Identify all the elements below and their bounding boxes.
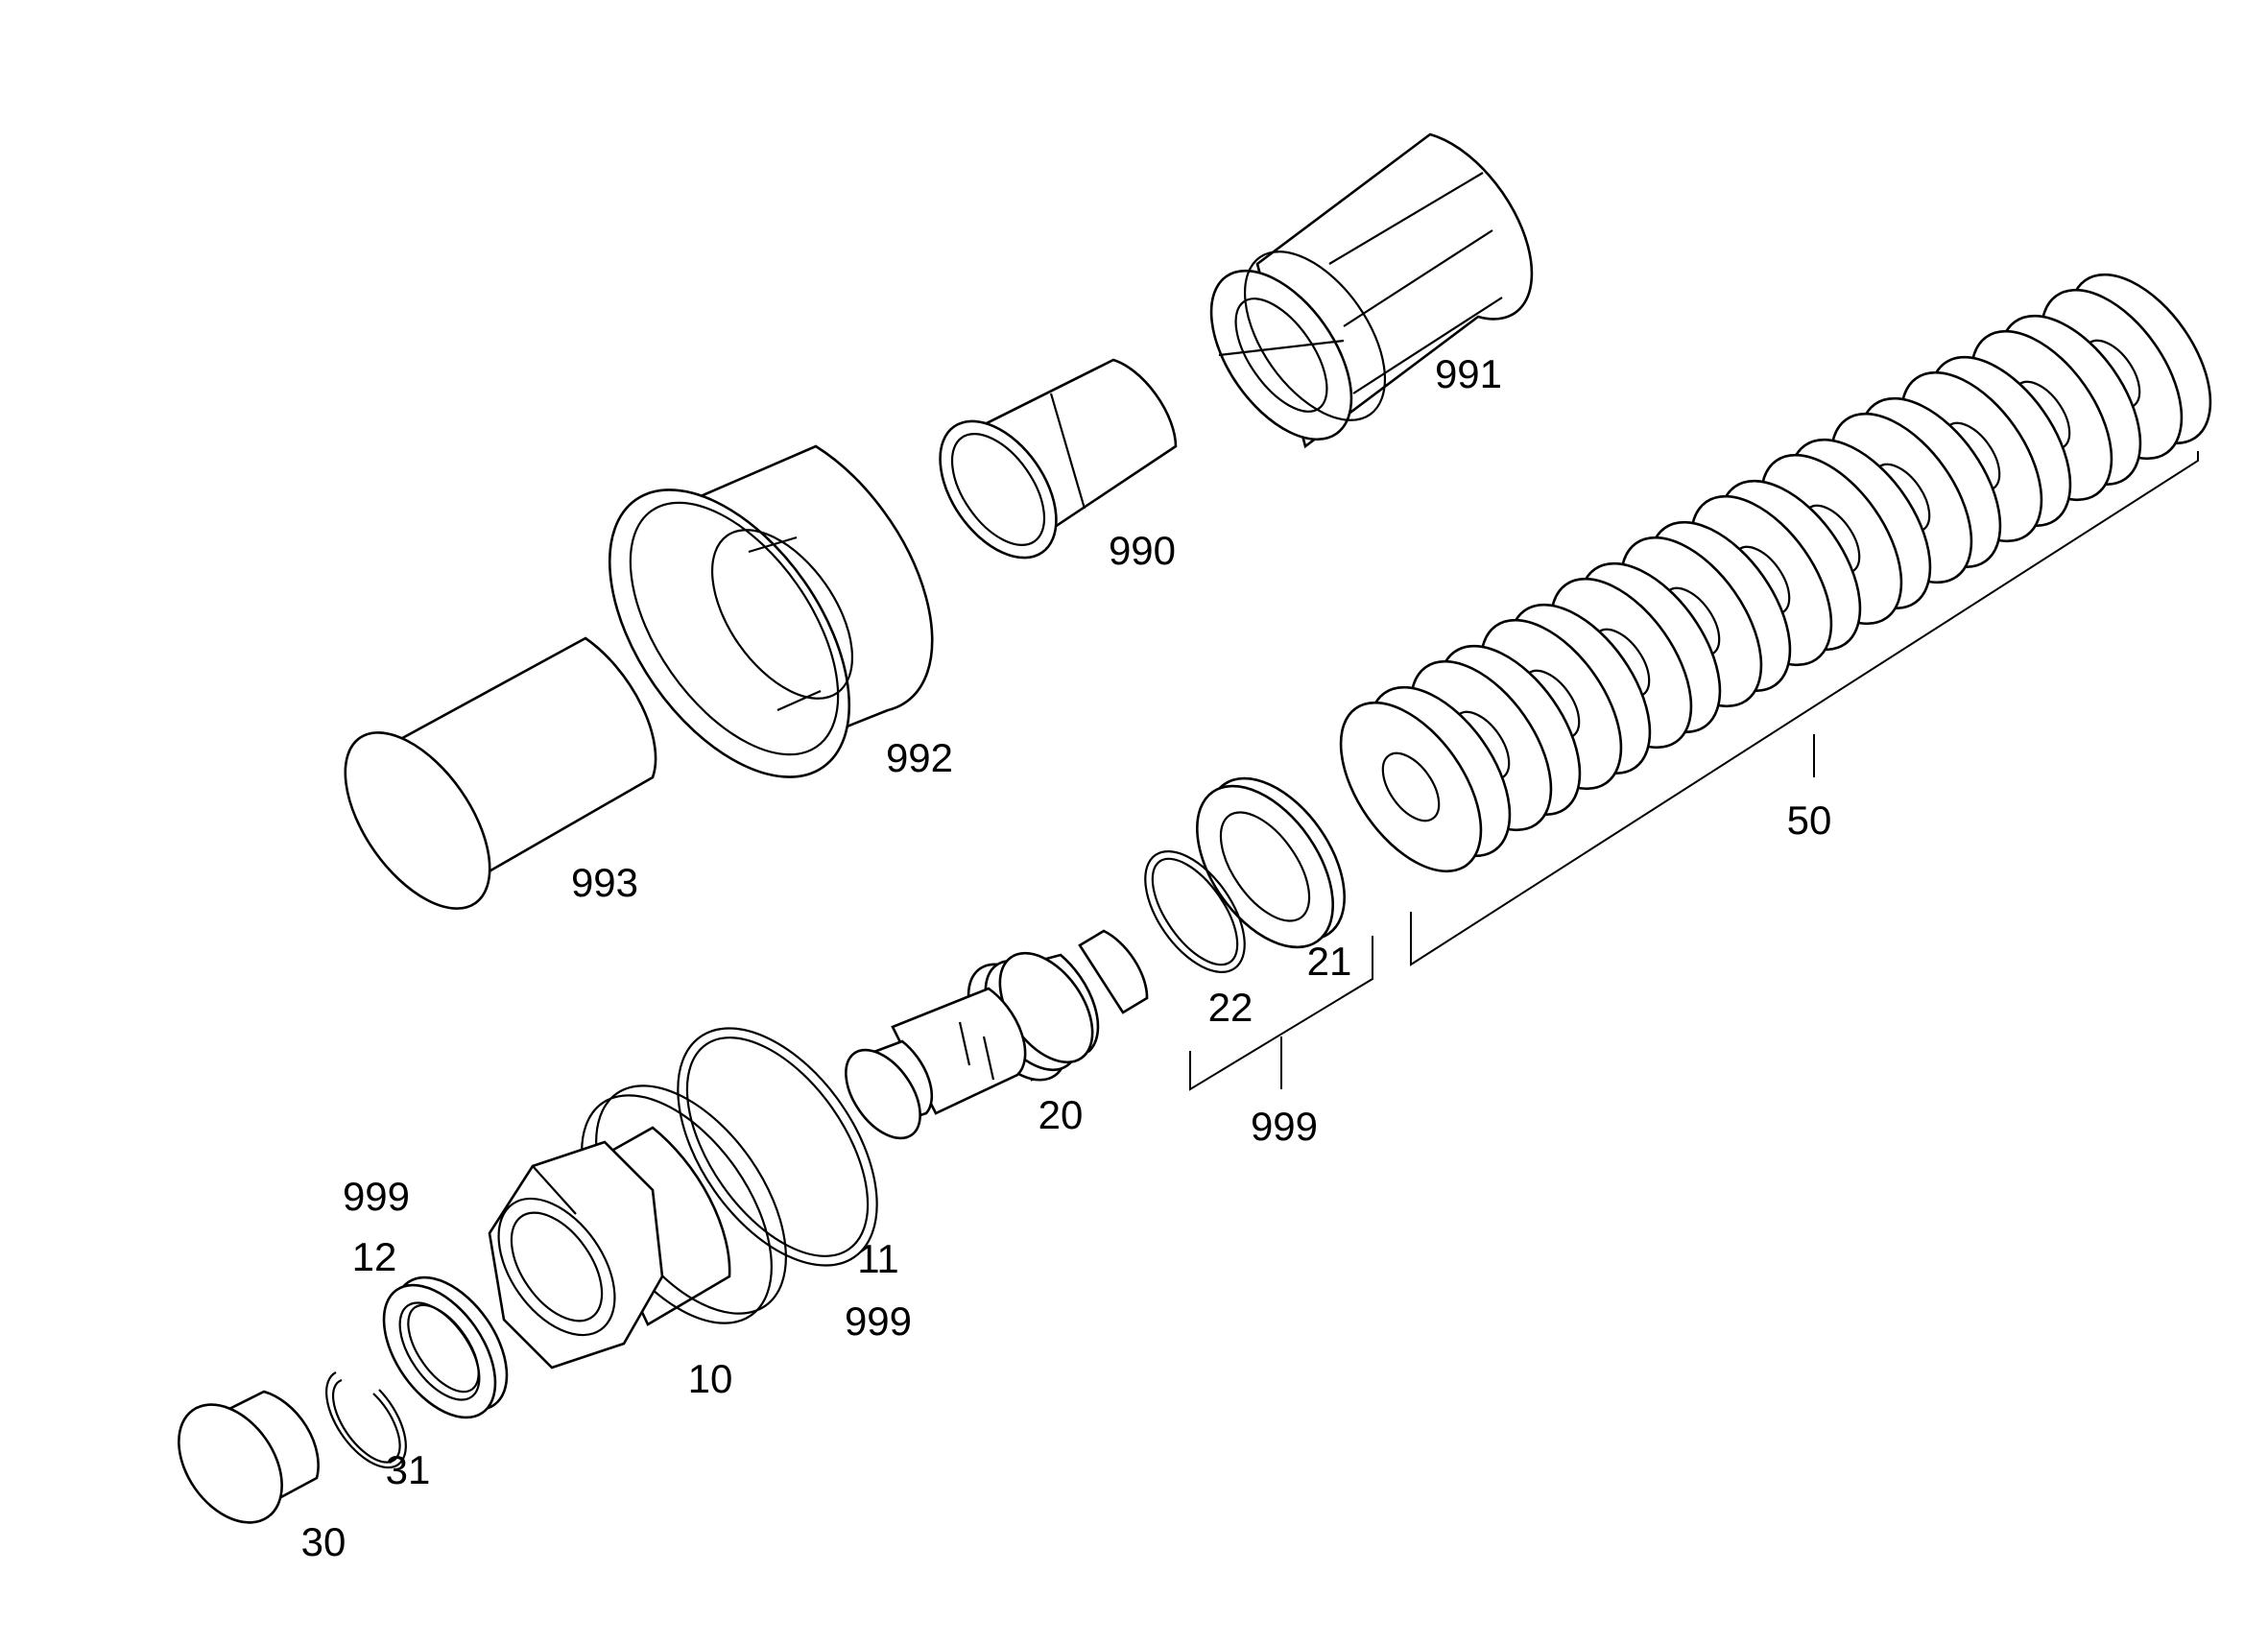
callout-993: 993 — [571, 860, 638, 905]
callouts: 991 990 992 993 50 21 22 999 20 999 12 1… — [301, 351, 1832, 1564]
callout-11: 11 — [857, 1236, 899, 1281]
part-992-housing — [608, 444, 934, 778]
callout-22: 22 — [1208, 985, 1253, 1030]
spring-disc-hole — [1381, 751, 1441, 822]
callout-20: 20 — [1039, 1092, 1084, 1137]
callout-21: 21 — [1307, 939, 1352, 984]
callout-990: 990 — [1109, 528, 1176, 573]
part-10-hex-body — [488, 1084, 787, 1370]
part-20-piston — [845, 929, 1149, 1140]
callout-999-b: 999 — [343, 1174, 410, 1219]
callout-12: 12 — [352, 1234, 397, 1279]
part-11-o-ring — [677, 1027, 878, 1267]
part-50-spring-stack — [1339, 273, 2212, 873]
part-31-snap-ring — [325, 1371, 407, 1469]
part-21-washer — [1195, 776, 1347, 949]
part-12-bushing — [382, 1275, 509, 1419]
callout-10: 10 — [688, 1356, 733, 1401]
leader-lines — [1189, 451, 2199, 1091]
part-990-cone — [939, 358, 1178, 560]
callout-30: 30 — [301, 1519, 346, 1564]
part-22-ring — [1144, 850, 1246, 973]
part-991-collet — [1209, 132, 1534, 449]
callout-992: 992 — [886, 735, 953, 780]
spring-disc — [1339, 701, 1483, 873]
callout-991: 991 — [1435, 351, 1502, 396]
callout-999-c: 999 — [845, 1299, 912, 1344]
part-30-cap — [178, 1390, 320, 1524]
callout-999-a: 999 — [1251, 1104, 1318, 1149]
callout-31: 31 — [386, 1447, 431, 1492]
part-993-cylinder — [344, 636, 657, 910]
callout-50: 50 — [1787, 798, 1832, 843]
